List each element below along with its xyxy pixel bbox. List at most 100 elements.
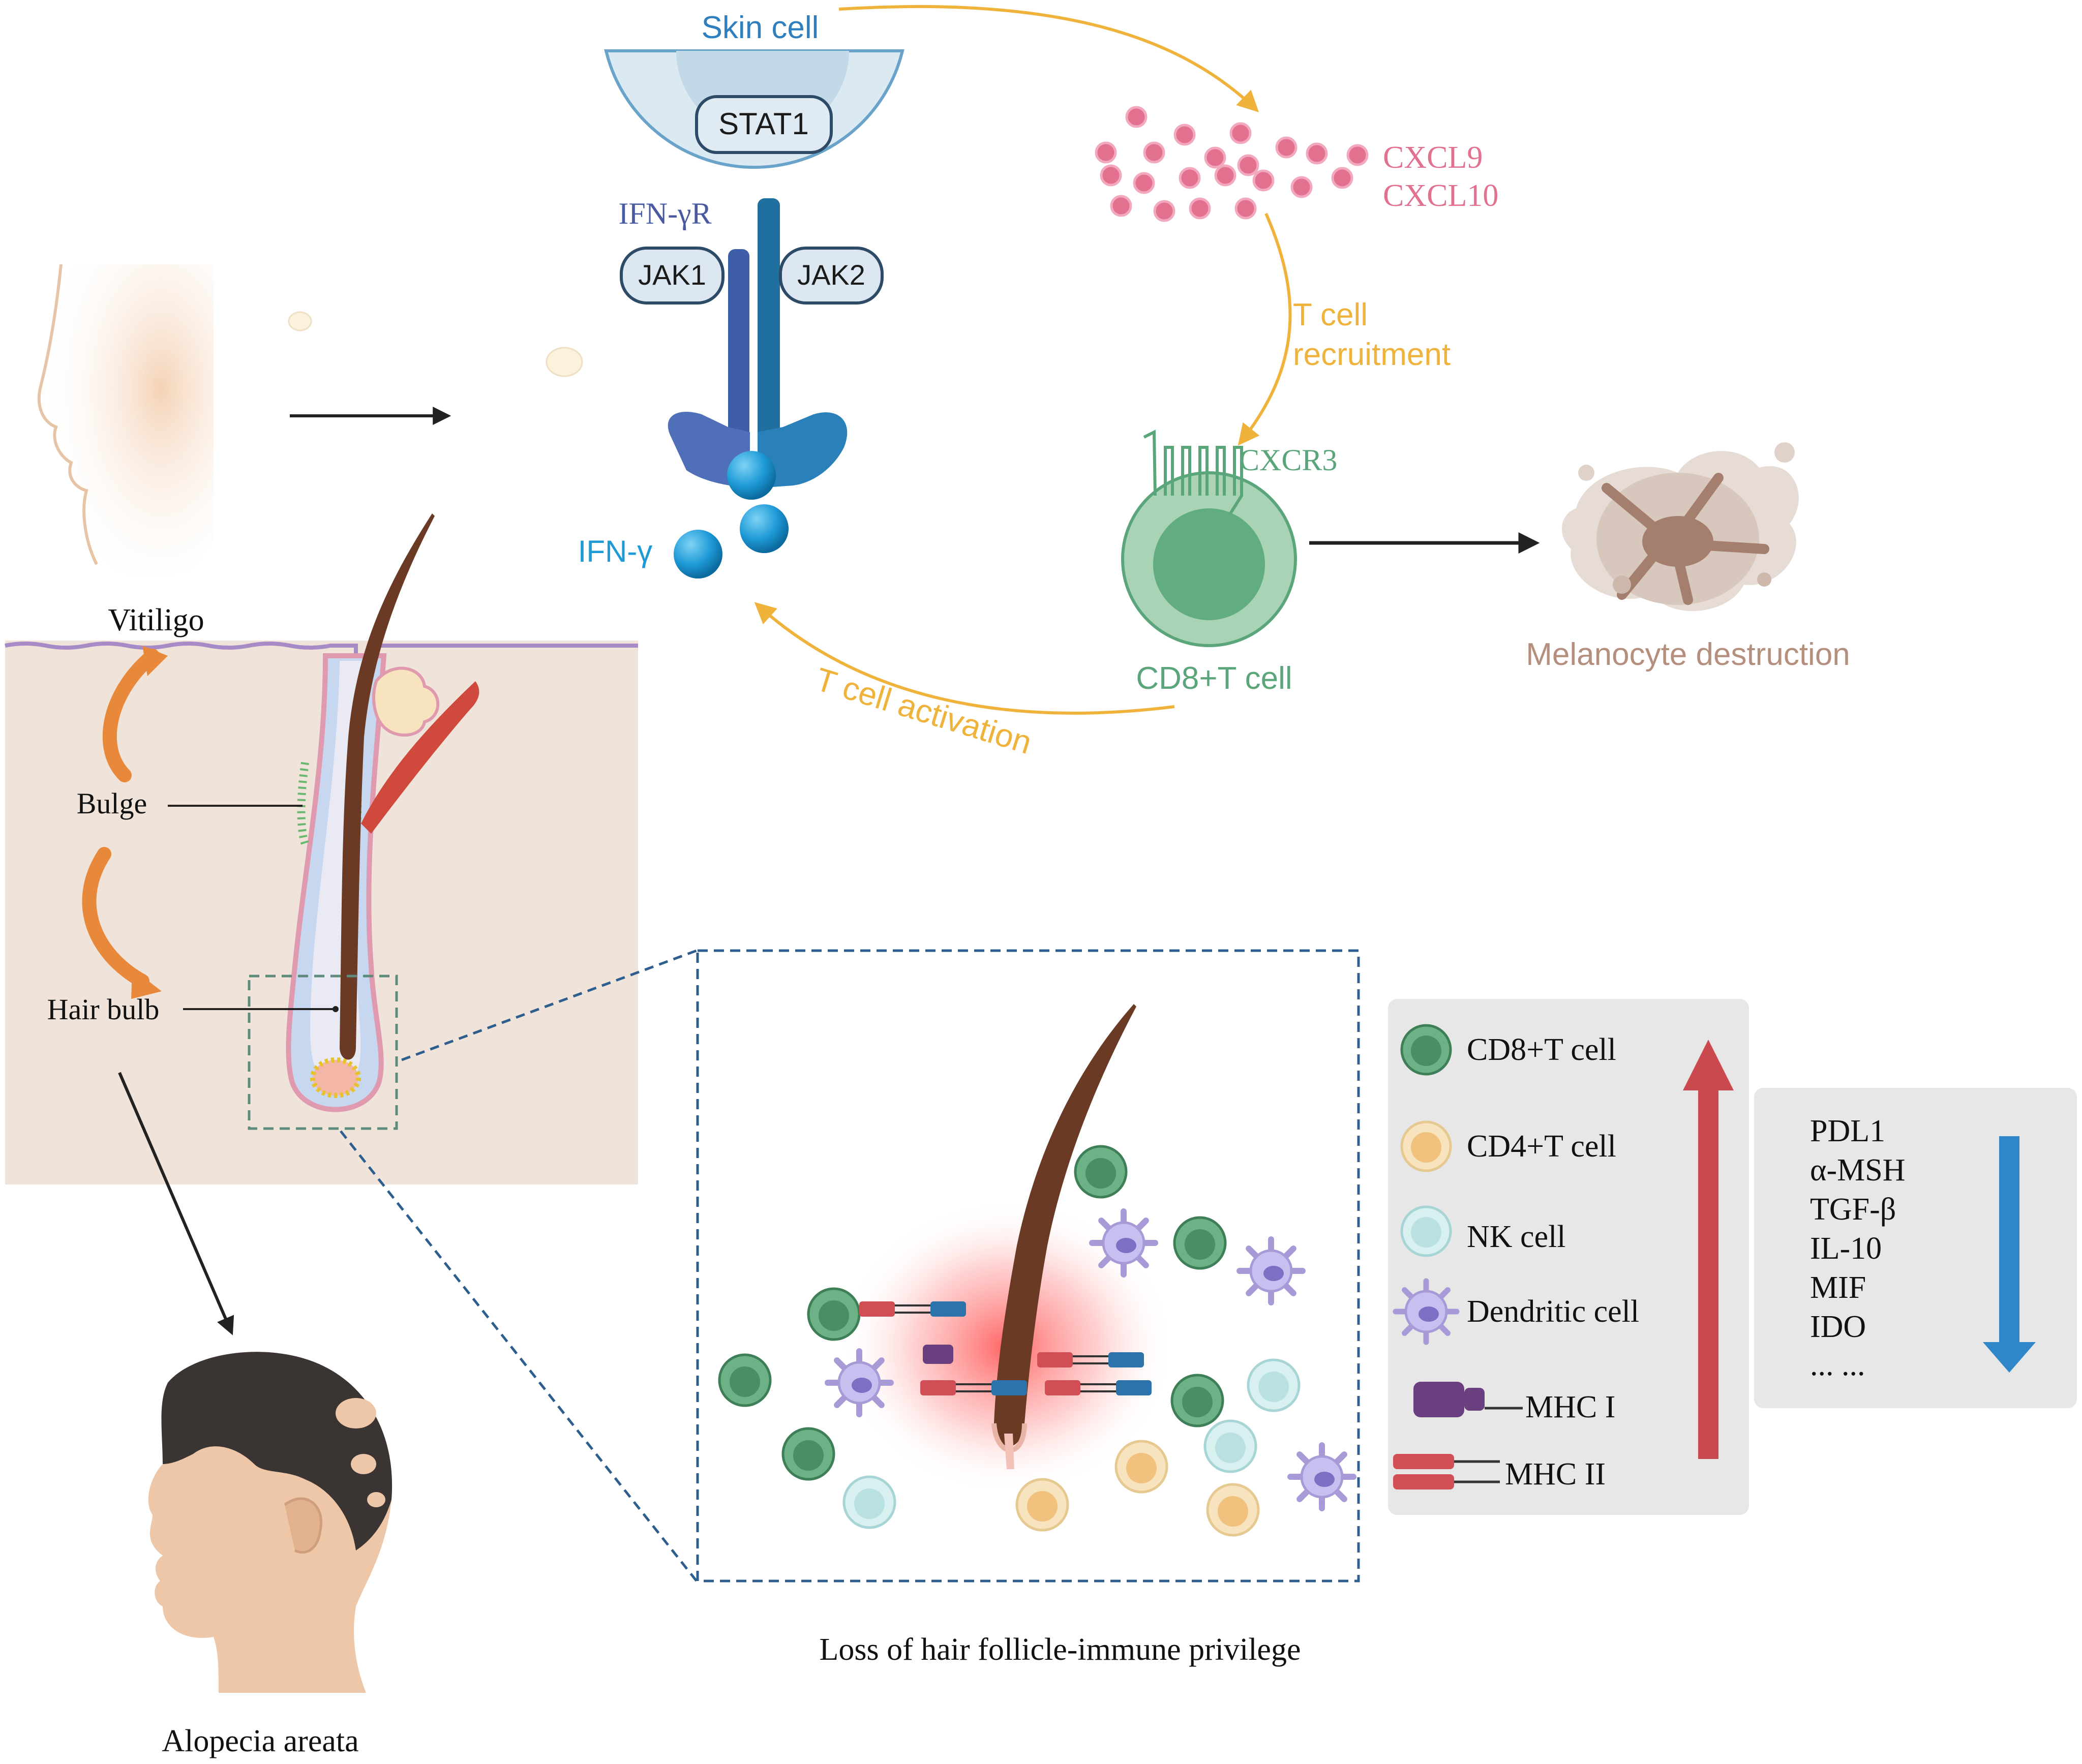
cd4-t-cell-icon <box>1015 1478 1069 1532</box>
legend-cd4-t-cell-icon <box>1400 1120 1452 1172</box>
melanocyte-destruction-label: Melanocyte destruction <box>1526 637 1850 672</box>
cd8-t-cell-icon <box>781 1427 835 1481</box>
chemokine-dot-icon <box>1252 169 1275 192</box>
ifn-gamma-receptor <box>620 198 884 488</box>
cd8-t-cell <box>1121 430 1297 647</box>
legend-label-dendritic: Dendritic cell <box>1467 1294 1639 1329</box>
chemokine-dot-icon <box>1346 144 1369 166</box>
cd8-t-cell-icon <box>1170 1374 1224 1427</box>
chemokine-dot-icon <box>1095 141 1117 164</box>
ifn-gamma-molecules <box>674 451 789 579</box>
stat1-box <box>695 95 833 154</box>
ifn-gamma-ball-icon <box>740 504 789 553</box>
upregulation-arrow-icon <box>1683 1040 1734 1459</box>
legend-cd8-t-cell-icon <box>1400 1024 1452 1076</box>
down-item-ido: IDO <box>1810 1310 1866 1344</box>
cxcl10-label: CXCL10 <box>1383 178 1498 213</box>
chemokine-dot-icon <box>1153 200 1175 222</box>
zoom-connector-bottom <box>340 1130 698 1582</box>
legend-label-mhc-ii: MHC II <box>1505 1457 1606 1492</box>
t-cell-recruitment-line1: T cell <box>1293 297 1368 332</box>
cxcl9-label: CXCL9 <box>1383 140 1483 175</box>
t-cell-activation-label: T cell activation <box>811 661 1036 761</box>
down-item-tgf: TGF-β <box>1810 1192 1896 1227</box>
chemokine-dot-icon <box>1290 176 1313 198</box>
legend-label-nk: NK cell <box>1467 1220 1566 1254</box>
legend-mhc-ii-icon <box>1393 1454 1500 1489</box>
cxcr3-receptor-icon <box>1143 430 1243 514</box>
chemokine-dot-icon <box>1179 167 1201 189</box>
vitiligo-patch-icon <box>288 311 312 331</box>
ifn-gamma-label: IFN-γ <box>578 534 653 568</box>
legend-mhc-i-icon <box>1413 1382 1523 1417</box>
arrowhead-icon <box>142 646 168 676</box>
arrowhead-icon <box>131 968 162 999</box>
vitiligo-patch-icon <box>546 347 583 377</box>
hair-bulb-pointer-dot <box>333 1006 339 1012</box>
jak2-box <box>779 247 884 305</box>
vitiligo-face-illustration <box>37 264 583 576</box>
cd8-t-cell-icon <box>807 1287 861 1341</box>
chemokine-dot-icon <box>1204 146 1226 169</box>
down-item-mif: MIF <box>1810 1270 1866 1305</box>
zoom-panel-content <box>718 1004 1356 1537</box>
chemokine-dots <box>1095 106 1369 222</box>
chemokine-dot-icon <box>1189 197 1211 220</box>
cd8-t-cell-label: CD8+T cell <box>1136 661 1292 696</box>
jak1-label: JAK1 <box>638 259 706 291</box>
legend-label-mhc-i: MHC I <box>1525 1390 1615 1424</box>
mhc-ii-complex-icon <box>859 1301 966 1317</box>
legend-icons <box>1393 1024 1523 1489</box>
chemokine-dot-icon <box>1100 164 1122 187</box>
zoom-connector-top <box>401 949 697 1061</box>
cd4-t-cell-icon <box>1114 1440 1168 1494</box>
chemokine-dot-icon <box>1234 197 1257 220</box>
cd8-t-cell-icon <box>1173 1216 1227 1270</box>
hair-follicle-icon <box>994 1004 1136 1446</box>
ifn-gamma-ball-icon <box>727 451 776 500</box>
mhc-ii-complex-icon <box>1037 1352 1144 1367</box>
downregulated-panel <box>1754 1088 2077 1408</box>
mhc-ii-complex-icon <box>1045 1380 1152 1395</box>
vitiligo-label: Vitiligo <box>108 603 204 637</box>
melanocyte-destruction-icon <box>1561 442 1799 612</box>
t-cell-recruitment-arrow <box>1238 212 1292 446</box>
legend-nk-cell-icon <box>1400 1205 1452 1257</box>
cd4-t-cell-icon <box>1206 1483 1260 1537</box>
down-item-msh: α-MSH <box>1810 1153 1906 1188</box>
alopecia-head-illustration <box>148 1352 393 1693</box>
jak1-box <box>620 247 725 305</box>
chemokine-dot-icon <box>1331 167 1353 189</box>
chemokine-dot-icon <box>1229 122 1252 144</box>
chemokine-dot-icon <box>1214 164 1236 187</box>
legend-label-cd8: CD8+T cell <box>1467 1032 1616 1067</box>
chemokine-dot-icon <box>1173 124 1196 146</box>
legend-dendritic-cell-icon <box>1393 1278 1460 1345</box>
dendritic-cell-icon <box>1089 1208 1158 1278</box>
bulge-label: Bulge <box>77 787 147 820</box>
dendritic-cell-icon <box>825 1348 894 1417</box>
down-item-pdl1: PDL1 <box>1810 1114 1885 1148</box>
skin-cell-label: Skin cell <box>702 10 819 45</box>
ifn-gamma-r-label: IFN-γR <box>618 197 711 230</box>
dendritic-cell-icon <box>1287 1442 1356 1511</box>
nk-cell-icon <box>1203 1419 1257 1473</box>
skin-cell-to-chemokine-arrow <box>838 5 1259 112</box>
jak2-label: JAK2 <box>797 259 865 291</box>
t-cell-recruitment-line2: recruitment <box>1293 337 1451 372</box>
zoom-box <box>248 975 398 1130</box>
nk-cell-icon <box>842 1475 896 1529</box>
chemokine-dot-icon <box>1237 154 1259 176</box>
bulge-to-bulb-arrow <box>82 847 149 988</box>
mhc-ii-complex-icon <box>920 1380 1027 1395</box>
downregulation-arrow-icon <box>1983 1136 2036 1373</box>
cd8-t-cell-icon <box>1074 1145 1128 1199</box>
down-item-more: ... ... <box>1810 1348 1865 1382</box>
chemokine-dot-icon <box>1110 195 1132 217</box>
to-alopecia-arrow <box>118 1072 234 1335</box>
cxcr3-label: CXCR3 <box>1239 443 1337 477</box>
cd8-t-cell-icon <box>718 1353 772 1407</box>
chemokine-dot-icon <box>1143 141 1165 164</box>
skin-cell <box>604 49 904 169</box>
